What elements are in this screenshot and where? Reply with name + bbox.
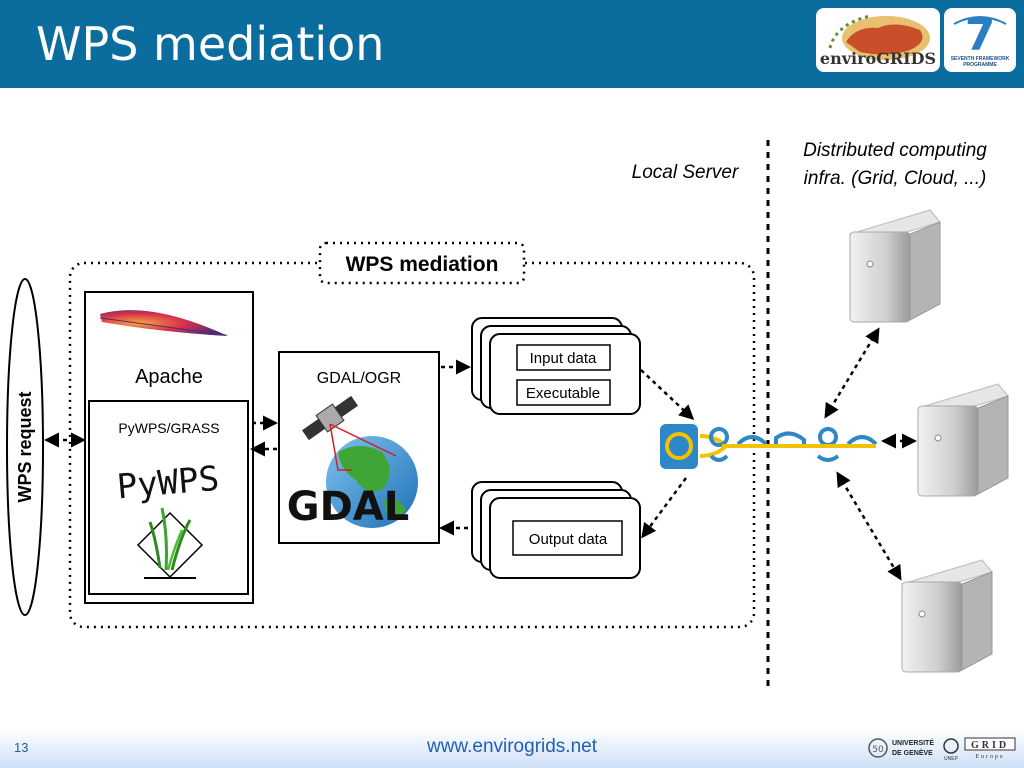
server-icon: [849, 209, 941, 323]
distributed-label-line1: Distributed computing: [803, 140, 987, 161]
svg-text:GRID: GRID: [971, 740, 1009, 751]
gdal-logo-text: GDAL: [287, 484, 409, 530]
input-data-label: Input data: [530, 350, 597, 367]
output-data-label: Output data: [529, 531, 608, 548]
output-stack: [471, 481, 641, 579]
architecture-diagram: Local Server Distributed computing infra…: [6, 140, 1009, 686]
local-server-label: Local Server: [632, 162, 739, 183]
input-stack: [471, 317, 641, 415]
arrow-ganga-output: [641, 477, 688, 539]
fp7-logo-text: SEVENTH FRAMEWORK PROGRAMME: [950, 56, 1010, 68]
slide-title: WPS mediation: [36, 17, 385, 71]
server-icon: [917, 383, 1009, 497]
svg-text:50: 50: [872, 745, 884, 755]
distributed-label-line2: infra. (Grid, Cloud, ...): [804, 168, 987, 189]
mediation-label: WPS mediation: [346, 253, 499, 276]
unep-logo: UNEP: [943, 738, 959, 762]
partner-logos: 50 UNIVERSITÉ DE GENÈVE UNEP GRID Europe: [868, 737, 1016, 762]
svg-text:UNEP: UNEP: [944, 756, 959, 762]
arrow-ganga-server-top: [824, 327, 880, 419]
mediation-label-box: [318, 241, 526, 285]
wps-request-label: WPS request: [15, 391, 35, 502]
gdal-globe-icon: [301, 395, 418, 528]
arrow-ganga-server-bottom: [836, 471, 902, 581]
svg-text:Europe: Europe: [975, 754, 1004, 760]
unige-logo: 50: [868, 738, 888, 758]
server-icon: [901, 559, 993, 673]
grass-icon: [136, 507, 204, 579]
unige-line2: DE GENÈVE: [892, 748, 933, 757]
grid-logo: GRID Europe: [964, 737, 1016, 760]
fp7-logo: 7 SEVENTH FRAMEWORK PROGRAMME: [944, 8, 1016, 72]
wps-request-ellipse: [6, 278, 44, 616]
gdal-ogr-label: GDAL/OGR: [317, 370, 401, 387]
envirogrids-logo-text: enviroGRIDS: [819, 49, 937, 68]
pywps-grass-label: PyWPS/GRASS: [118, 420, 219, 436]
page-number: 13: [14, 740, 29, 755]
apache-label: Apache: [135, 366, 203, 388]
unige-line1: UNIVERSITÉ: [892, 738, 934, 747]
executable-label: Executable: [526, 385, 600, 402]
footer-bar: 13 www.envirogrids.net 50 UNIVERSITÉ DE …: [0, 728, 1024, 768]
header-bar: WPS mediation enviroGRIDS 7 SEVENTH FRAM…: [0, 0, 1024, 88]
arrow-input-ganga: [640, 369, 695, 421]
apache-feather-icon: [99, 310, 228, 336]
ganga-logo: [660, 424, 878, 469]
pywps-logo-text: PyWPS: [115, 459, 220, 508]
footer-url[interactable]: www.envirogrids.net: [426, 736, 598, 757]
envirogrids-logo: enviroGRIDS: [816, 8, 940, 72]
